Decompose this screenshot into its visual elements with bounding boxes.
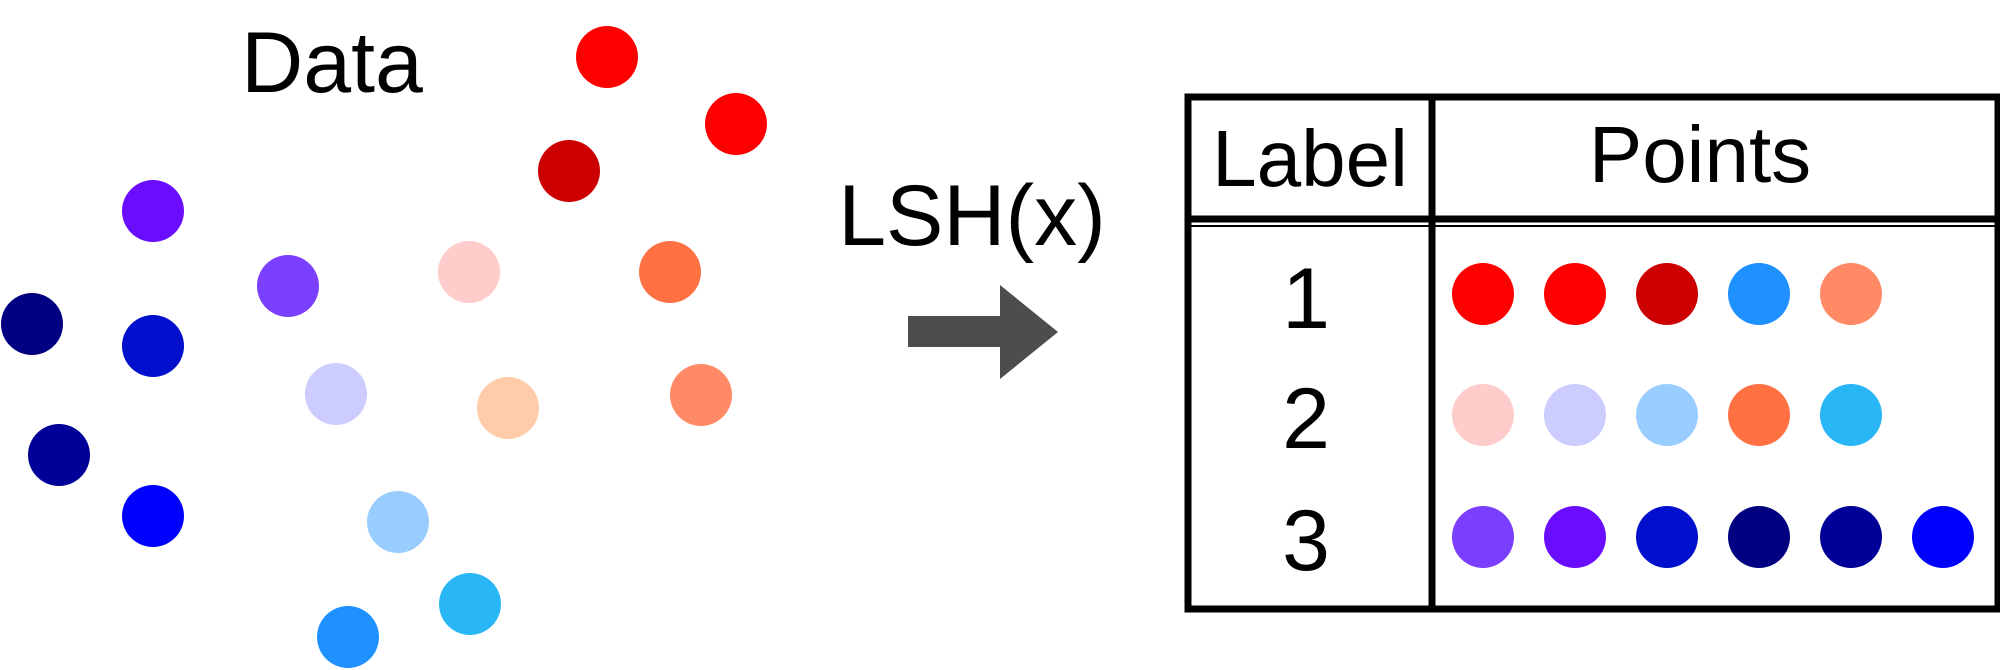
right-arrow-icon (908, 285, 1058, 379)
data-point (257, 255, 319, 317)
table-point (1728, 506, 1790, 568)
hash-function-label: LSH(x) (838, 168, 1106, 264)
data-point (439, 573, 501, 635)
data-point (705, 93, 767, 155)
data-point (122, 315, 184, 377)
data-point (477, 377, 539, 439)
hash-table: Label Points 1 2 3 (1184, 93, 2000, 613)
data-point (670, 364, 732, 426)
data-point (538, 140, 600, 202)
table-point (1820, 506, 1882, 568)
table-point (1820, 384, 1882, 446)
table-point (1544, 263, 1606, 325)
table-points (1452, 263, 1974, 568)
label-column-header: Label (1212, 114, 1408, 203)
data-point (438, 241, 500, 303)
table-point (1728, 263, 1790, 325)
table-point (1636, 263, 1698, 325)
data-point (28, 424, 90, 486)
data-scatter (1, 26, 767, 668)
table-point (1636, 506, 1698, 568)
row-label-2: 2 (1282, 371, 1330, 467)
data-point (639, 241, 701, 303)
table-point (1544, 384, 1606, 446)
data-point (1, 293, 63, 355)
table-frame (1184, 93, 2000, 613)
table-point (1452, 506, 1514, 568)
table-point (1820, 263, 1882, 325)
table-point (1452, 384, 1514, 446)
data-point (122, 485, 184, 547)
table-point (1912, 506, 1974, 568)
data-point (122, 180, 184, 242)
data-point (305, 363, 367, 425)
row-label-1: 1 (1282, 251, 1330, 347)
data-point (317, 606, 379, 668)
table-point (1544, 506, 1606, 568)
data-title: Data (241, 15, 423, 111)
row-label-3: 3 (1282, 493, 1330, 589)
points-column-header: Points (1589, 110, 1811, 199)
table-point (1728, 384, 1790, 446)
table-point (1636, 384, 1698, 446)
table-point (1452, 263, 1514, 325)
data-point (367, 491, 429, 553)
data-point (576, 26, 638, 88)
